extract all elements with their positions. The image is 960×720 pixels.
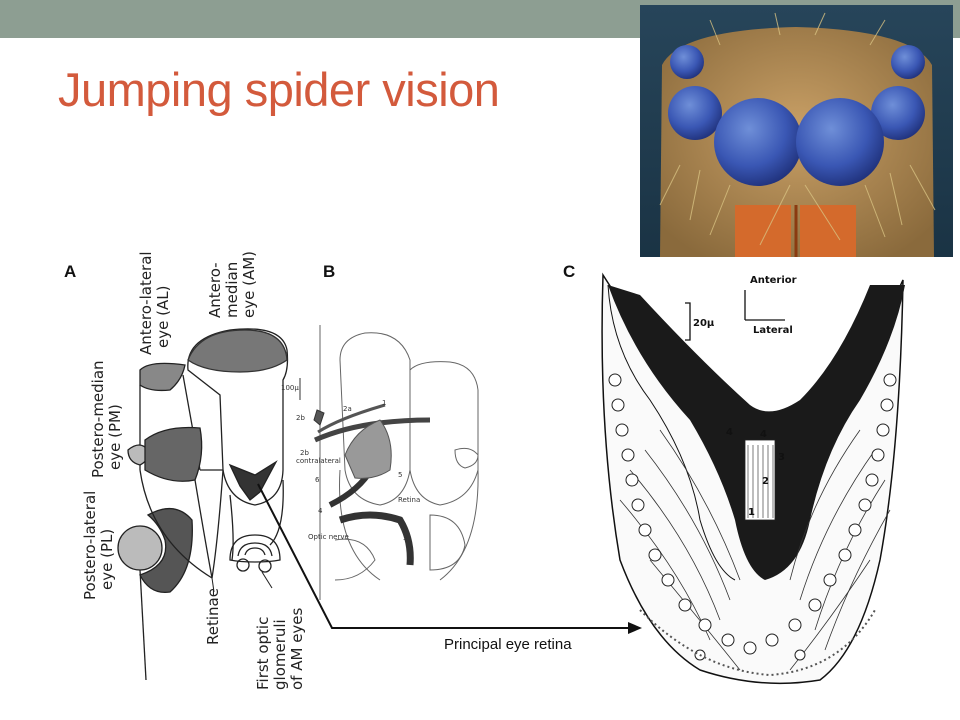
panel-b-optic-nerve: Optic nerve bbox=[308, 533, 349, 541]
panel-b-3: 3 bbox=[403, 534, 407, 542]
label-glomeruli-line3: of AM eyes bbox=[288, 607, 306, 690]
label-al-line2: eye (AL) bbox=[154, 286, 172, 348]
label-pl-line2: eye (PL) bbox=[98, 529, 116, 590]
callout-arrowhead bbox=[628, 622, 642, 634]
label-glomeruli-line1: First optic bbox=[254, 617, 272, 690]
panel-b-retina: Retina bbox=[398, 496, 420, 504]
slide-title: Jumping spider vision bbox=[58, 63, 500, 116]
panel-c-anterior: Anterior bbox=[750, 275, 797, 286]
callout-label: Principal eye retina bbox=[444, 636, 572, 653]
panel-b-6: 6 bbox=[315, 476, 320, 484]
panel-b-diagram bbox=[299, 325, 479, 600]
label-al-line1: Antero-lateral bbox=[137, 251, 155, 355]
panel-c-diagram bbox=[601, 272, 905, 685]
panel-c-scale: 20μ bbox=[693, 318, 715, 329]
panel-a-letter: A bbox=[64, 262, 77, 281]
panel-b-5: 5 bbox=[398, 471, 402, 479]
panel-b-2b-contra-2: contralateral bbox=[296, 457, 341, 465]
panel-c-layer3: 3 bbox=[778, 452, 785, 463]
callout-arrow bbox=[257, 483, 632, 629]
panel-b-scale: 100μ bbox=[281, 384, 299, 392]
panel-b-4: 4 bbox=[318, 507, 323, 515]
panel-b-letter: B bbox=[323, 262, 336, 281]
panel-b-2b-contra-1: 2b bbox=[300, 449, 309, 457]
panel-c-layer1: 1 bbox=[748, 507, 755, 518]
label-pm-line1: Postero-median bbox=[89, 360, 107, 478]
panel-b-1: 1 bbox=[382, 399, 386, 407]
panel-c-layer2: 2 bbox=[762, 476, 769, 487]
panel-a-diagram bbox=[117, 328, 289, 681]
label-pm-line2: eye (PM) bbox=[106, 404, 124, 470]
label-am-line3: eye (AM) bbox=[240, 251, 258, 318]
panel-c-lateral: Lateral bbox=[753, 325, 793, 336]
label-retinae: Retinae bbox=[204, 588, 222, 645]
panel-c-layer4-right: 4 bbox=[760, 429, 767, 440]
panel-c-letter: C bbox=[563, 262, 576, 281]
spider-face-photo bbox=[640, 5, 953, 257]
panel-b-2a: 2a bbox=[343, 405, 352, 413]
label-pl-line1: Postero-lateral bbox=[81, 491, 99, 600]
label-am-line2: median bbox=[223, 262, 241, 318]
panel-b-2b: 2b bbox=[296, 414, 305, 422]
label-glomeruli-line2: glomeruli bbox=[271, 619, 289, 690]
label-am-line1: Antero- bbox=[206, 262, 224, 318]
panel-c-layer4-left: 4 bbox=[726, 427, 733, 438]
